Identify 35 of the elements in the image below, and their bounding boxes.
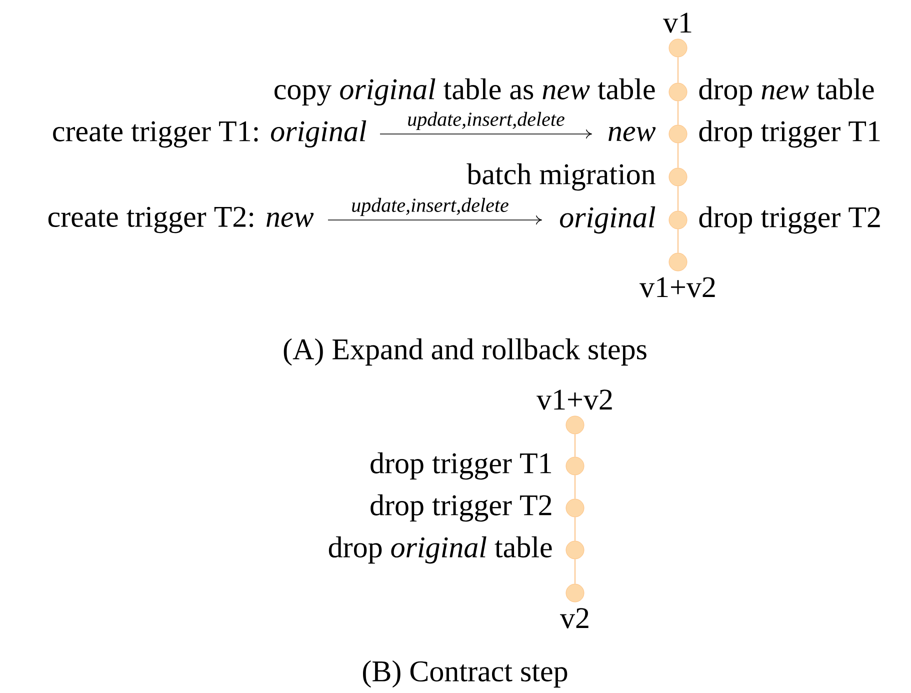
- step-label: new: [608, 126, 656, 142]
- step-label: drop trigger T2: [699, 206, 880, 234]
- step-label: batch migration: [466, 163, 656, 191]
- version-label: v1+v2: [536, 390, 612, 410]
- timeline-dot: [668, 210, 688, 230]
- timeline-dot: [668, 82, 688, 102]
- step-label: drop new table: [699, 78, 874, 106]
- arrow-label: update,insert,delete: [408, 112, 564, 130]
- step-label: original: [560, 206, 656, 234]
- version-label: v1+v2: [640, 277, 715, 298]
- timeline-dot: [566, 498, 584, 518]
- timeline-dot: [668, 124, 688, 144]
- step-label: drop original table: [328, 536, 552, 564]
- step-label: create trigger T1: original: [53, 120, 366, 148]
- timeline-dot: [566, 584, 584, 602]
- timeline-dot: [566, 540, 584, 560]
- timeline-line: [574, 558, 576, 584]
- timeline-line: [574, 474, 576, 500]
- version-label: v1: [663, 12, 692, 33]
- timeline-dot: [668, 38, 688, 58]
- step-label: copy original table as new table: [274, 78, 655, 106]
- step-label: drop trigger T1: [370, 452, 552, 480]
- timeline-line: [574, 516, 576, 542]
- caption: (A) Expand and rollback steps: [284, 338, 646, 366]
- timeline-dot: [566, 456, 584, 476]
- caption: (B) Contract step: [363, 660, 568, 688]
- timeline-dot: [668, 252, 688, 272]
- arrow-label: update,insert,delete: [352, 198, 508, 216]
- timeline-dot: [566, 416, 584, 434]
- version-label: v2: [560, 608, 588, 628]
- step-label: drop trigger T1: [699, 120, 880, 148]
- timeline-line: [574, 434, 576, 458]
- step-label: create trigger T2: new: [48, 206, 314, 234]
- timeline-dot: [668, 168, 688, 186]
- step-label: drop trigger T2: [370, 494, 552, 522]
